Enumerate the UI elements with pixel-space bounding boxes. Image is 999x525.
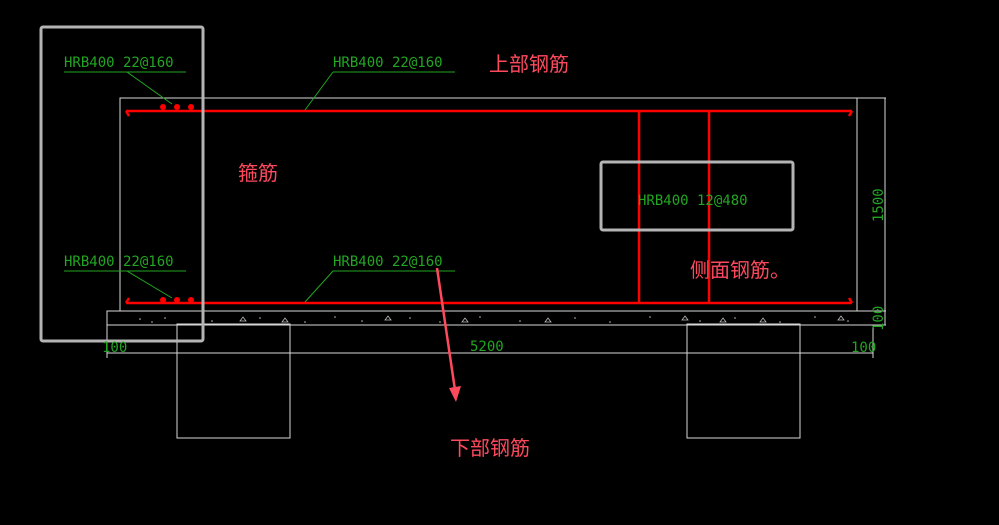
top-rebar bbox=[124, 109, 854, 117]
dim-span: 5200 bbox=[470, 339, 504, 355]
base-cushion bbox=[106, 310, 886, 326]
highlight-box-left bbox=[39, 25, 205, 343]
annotation-top-bars: 上部钢筋 bbox=[489, 52, 569, 76]
right-pile bbox=[686, 323, 801, 439]
bottom-arrow bbox=[435, 267, 461, 402]
dim-height: 1500 bbox=[871, 188, 887, 222]
annotation-side-bars: 侧面钢筋。 bbox=[690, 258, 790, 282]
concrete-hatch bbox=[139, 315, 849, 323]
vertical-rebars bbox=[637, 111, 711, 303]
dim-base: 100 bbox=[871, 306, 887, 331]
leader-lines bbox=[64, 71, 455, 303]
dim-left: 100 bbox=[102, 340, 127, 356]
beam-outline bbox=[119, 97, 858, 312]
label-side-rebar: HRB400 12@480 bbox=[638, 193, 748, 209]
highlight-box-side bbox=[599, 160, 795, 232]
label-bottom-left-rebar: HRB400 22@160 bbox=[64, 254, 174, 270]
annotation-bottom-bars: 下部钢筋 bbox=[450, 436, 530, 460]
label-top-left-rebar: HRB400 22@160 bbox=[64, 55, 174, 71]
rebar-dots bbox=[160, 104, 194, 303]
label-top-rebar: HRB400 22@160 bbox=[333, 55, 443, 71]
label-bottom-rebar: HRB400 22@160 bbox=[333, 254, 443, 270]
annotation-stirrup: 箍筋 bbox=[238, 161, 278, 185]
dimension-lines bbox=[106, 97, 886, 358]
bottom-rebar bbox=[124, 297, 854, 305]
dim-right: 100 bbox=[851, 340, 876, 356]
left-pile bbox=[176, 323, 291, 439]
